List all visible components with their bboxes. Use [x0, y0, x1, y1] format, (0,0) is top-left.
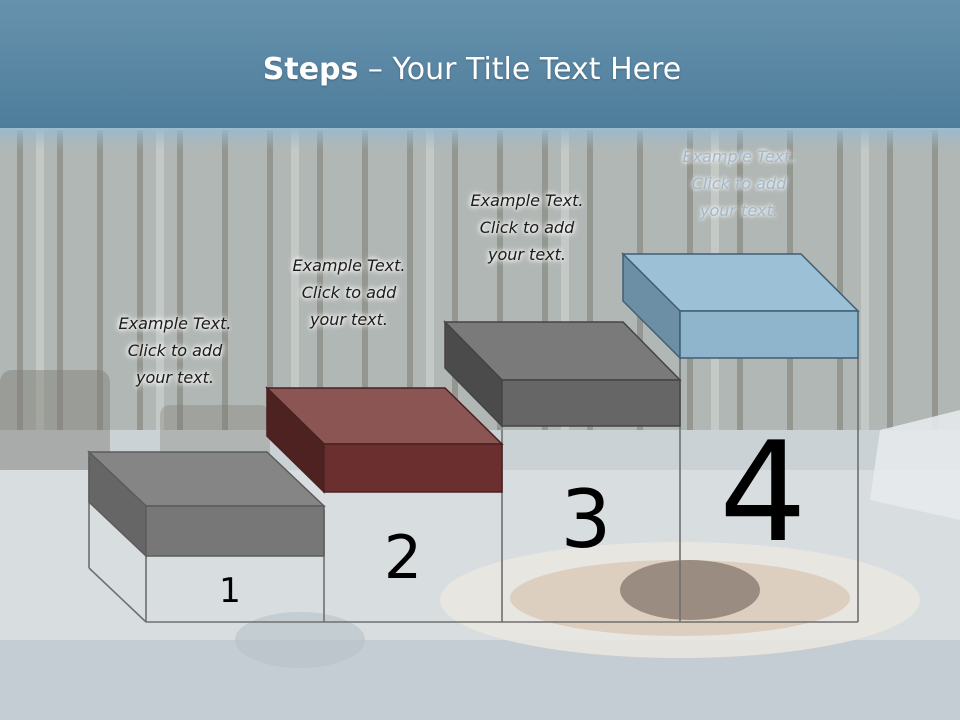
- step-3-caption-line-1: Example Text.: [470, 191, 584, 210]
- step-3-caption-line-2: Click to add: [479, 218, 575, 237]
- step-4-number: 4: [719, 412, 807, 573]
- step-3-number: 3: [560, 473, 612, 566]
- step-1-caption-line-2: Click to add: [127, 341, 223, 360]
- staircase-edge-1: [88, 567, 147, 623]
- title-separator: –: [358, 52, 393, 87]
- title-bold: Steps: [262, 52, 359, 87]
- title-rest: Your Title Text Here: [392, 52, 682, 87]
- step-4-caption-line-1: Example Text.: [682, 147, 796, 166]
- step-3-caption[interactable]: Example Text. Click to add your text.: [452, 187, 602, 268]
- step-1-caption[interactable]: Example Text. Click to add your text.: [100, 310, 250, 391]
- step-4-block[interactable]: [621, 252, 860, 360]
- step-4-caption-line-3: your text.: [699, 201, 778, 220]
- step-1-block[interactable]: [87, 450, 326, 558]
- step-3-block[interactable]: [443, 320, 682, 428]
- step-2-number: 2: [383, 523, 423, 593]
- step-3-caption-line-3: your text.: [487, 245, 566, 264]
- step-1-number: 1: [219, 571, 241, 611]
- step-1-caption-line-3: your text.: [135, 368, 214, 387]
- step-2-caption-line-3: your text.: [309, 310, 388, 329]
- step-4-caption-line-2: Click to add: [691, 174, 787, 193]
- step-2-caption-line-2: Click to add: [301, 283, 397, 302]
- step-2-caption-line-1: Example Text.: [292, 256, 406, 275]
- step-2-caption[interactable]: Example Text. Click to add your text.: [274, 252, 424, 333]
- step-4-caption[interactable]: Example Text. Click to add your text.: [664, 143, 814, 224]
- step-2-block[interactable]: [265, 386, 504, 494]
- step-1-caption-line-1: Example Text.: [118, 314, 232, 333]
- slide-title[interactable]: Steps – Your Title Text Here: [0, 52, 944, 87]
